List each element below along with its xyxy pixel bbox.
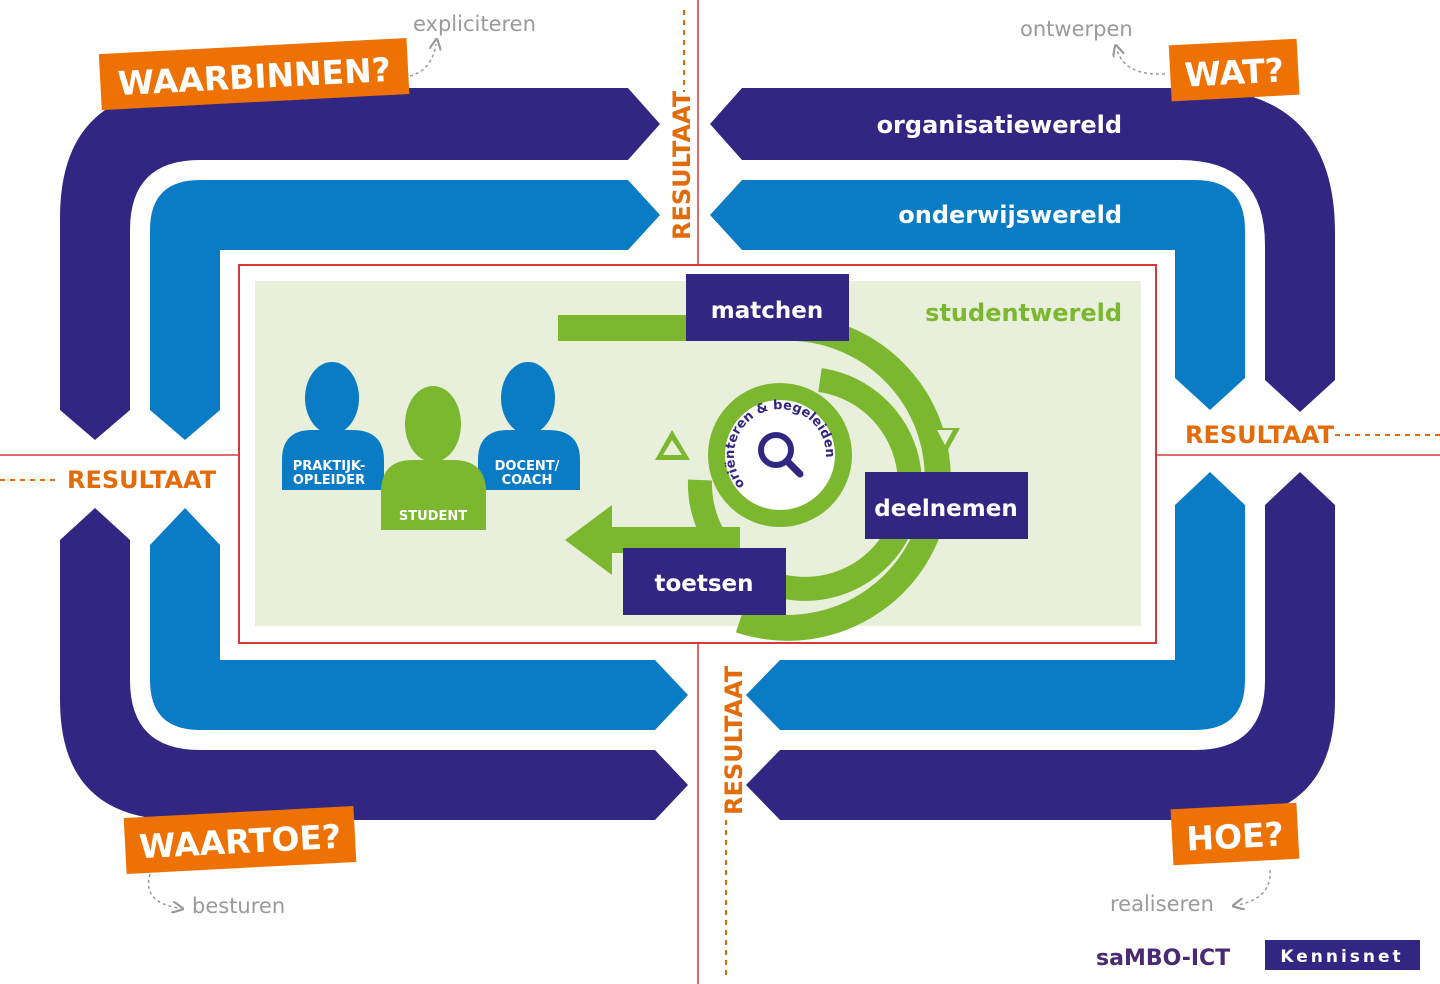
deelnemen-label: deelnemen (874, 496, 1017, 522)
deelnemen-step: deelnemen (865, 472, 1028, 539)
hint-arrow-bottom-right (1238, 869, 1271, 905)
waartoe-tag: WAARTOE? (123, 806, 357, 874)
sambo-ict-logo: saMBO-ICT (1096, 946, 1230, 971)
hint-expliciteren: expliciteren (413, 12, 536, 36)
result-label-left: RESULTAAT (67, 466, 217, 494)
cycle-white-gaps (663, 430, 953, 455)
waarbinnen-tag: WAARBINNEN? (98, 38, 410, 111)
practice-trainer-label-1: PRAKTIJK- (293, 459, 366, 474)
hint-arrow-bottom-left (147, 873, 178, 908)
wat-label: WAT? (1184, 50, 1285, 94)
hint-besturen: besturen (192, 894, 285, 918)
teacher-person-icon: DOCENT/ COACH (478, 362, 580, 490)
search-icon (758, 432, 804, 478)
result-label-right: RESULTAAT (1185, 421, 1335, 449)
result-label-bottom: RESULTAAT (720, 665, 748, 815)
teacher-label-1: DOCENT/ (495, 459, 560, 474)
toetsen-label: toetsen (654, 571, 753, 597)
hoe-label: HOE? (1185, 814, 1284, 858)
practice-trainer-person-icon: PRAKTIJK- OPLEIDER (282, 362, 384, 490)
kennisnet-logo: Kennisnet (1280, 947, 1403, 967)
organisation-band (60, 88, 1335, 820)
matchen-label: matchen (711, 298, 823, 324)
education-world-label: onderwijswereld (898, 201, 1122, 229)
hint-arrow-top-right (1117, 50, 1166, 75)
student-world-label: studentwereld (925, 299, 1122, 327)
organisation-world-label: organisatiewereld (877, 111, 1122, 139)
teacher-label-2: COACH (502, 473, 553, 488)
practice-trainer-label-2: OPLEIDER (293, 473, 365, 488)
hint-realiseren: realiseren (1110, 892, 1214, 916)
student-label: STUDENT (399, 509, 467, 524)
matchen-step: matchen (686, 274, 849, 341)
education-band (150, 180, 1245, 730)
hint-arrow-top-left (409, 44, 436, 77)
kennisnet-logo-background (1265, 940, 1420, 970)
toetsen-step: toetsen (623, 548, 786, 615)
hint-ontwerpen: ontwerpen (1020, 17, 1133, 41)
center-circle (725, 400, 835, 510)
student-person-icon: STUDENT (381, 386, 486, 530)
result-label-top: RESULTAAT (668, 90, 696, 240)
wat-tag: WAT? (1168, 38, 1300, 102)
hoe-tag: HOE? (1170, 802, 1300, 866)
